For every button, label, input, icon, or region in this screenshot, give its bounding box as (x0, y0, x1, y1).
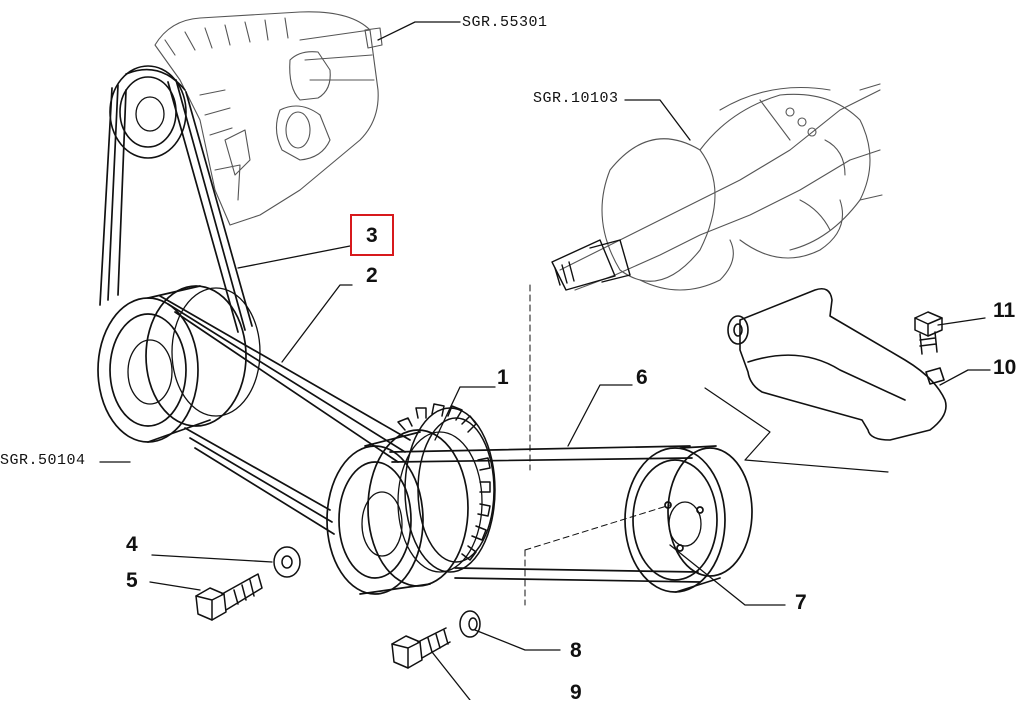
belt-3 (99, 79, 253, 333)
callout-11: 11 (993, 299, 1016, 322)
ref-alternator: SGR.55301 (462, 14, 548, 31)
callout-9: 9 (570, 681, 582, 704)
bracket (704, 287, 947, 473)
callout-2: 2 (366, 264, 378, 287)
damper-pulley (524, 445, 753, 606)
belt-2 (159, 295, 411, 535)
crank-pulley (326, 429, 483, 595)
ref-pump: SGR.50104 (0, 452, 86, 469)
callout-7: 7 (795, 591, 807, 614)
washer-4 (273, 546, 301, 578)
bolt-11 (914, 311, 943, 355)
alternator-pulley (109, 65, 187, 159)
highlight-box (350, 214, 394, 256)
callout-1: 1 (497, 366, 509, 389)
toothed-wheel (397, 403, 496, 573)
washer-8 (459, 610, 481, 638)
callout-3: 3 (366, 224, 378, 247)
callout-5: 5 (126, 569, 138, 592)
belt-6 (389, 445, 701, 583)
bolt-9 (391, 627, 451, 669)
bolt-5 (195, 573, 263, 621)
callout-4: 4 (126, 533, 138, 556)
crankshaft-nose (529, 239, 631, 471)
callout-6: 6 (636, 366, 648, 389)
leader-lines (99, 21, 991, 700)
pump-pulley (97, 285, 261, 443)
callout-10: 10 (993, 356, 1017, 379)
callout-8: 8 (570, 639, 582, 662)
alternator (154, 11, 383, 226)
ref-crankshaft: SGR.10103 (533, 90, 619, 107)
crankshaft (559, 83, 883, 291)
